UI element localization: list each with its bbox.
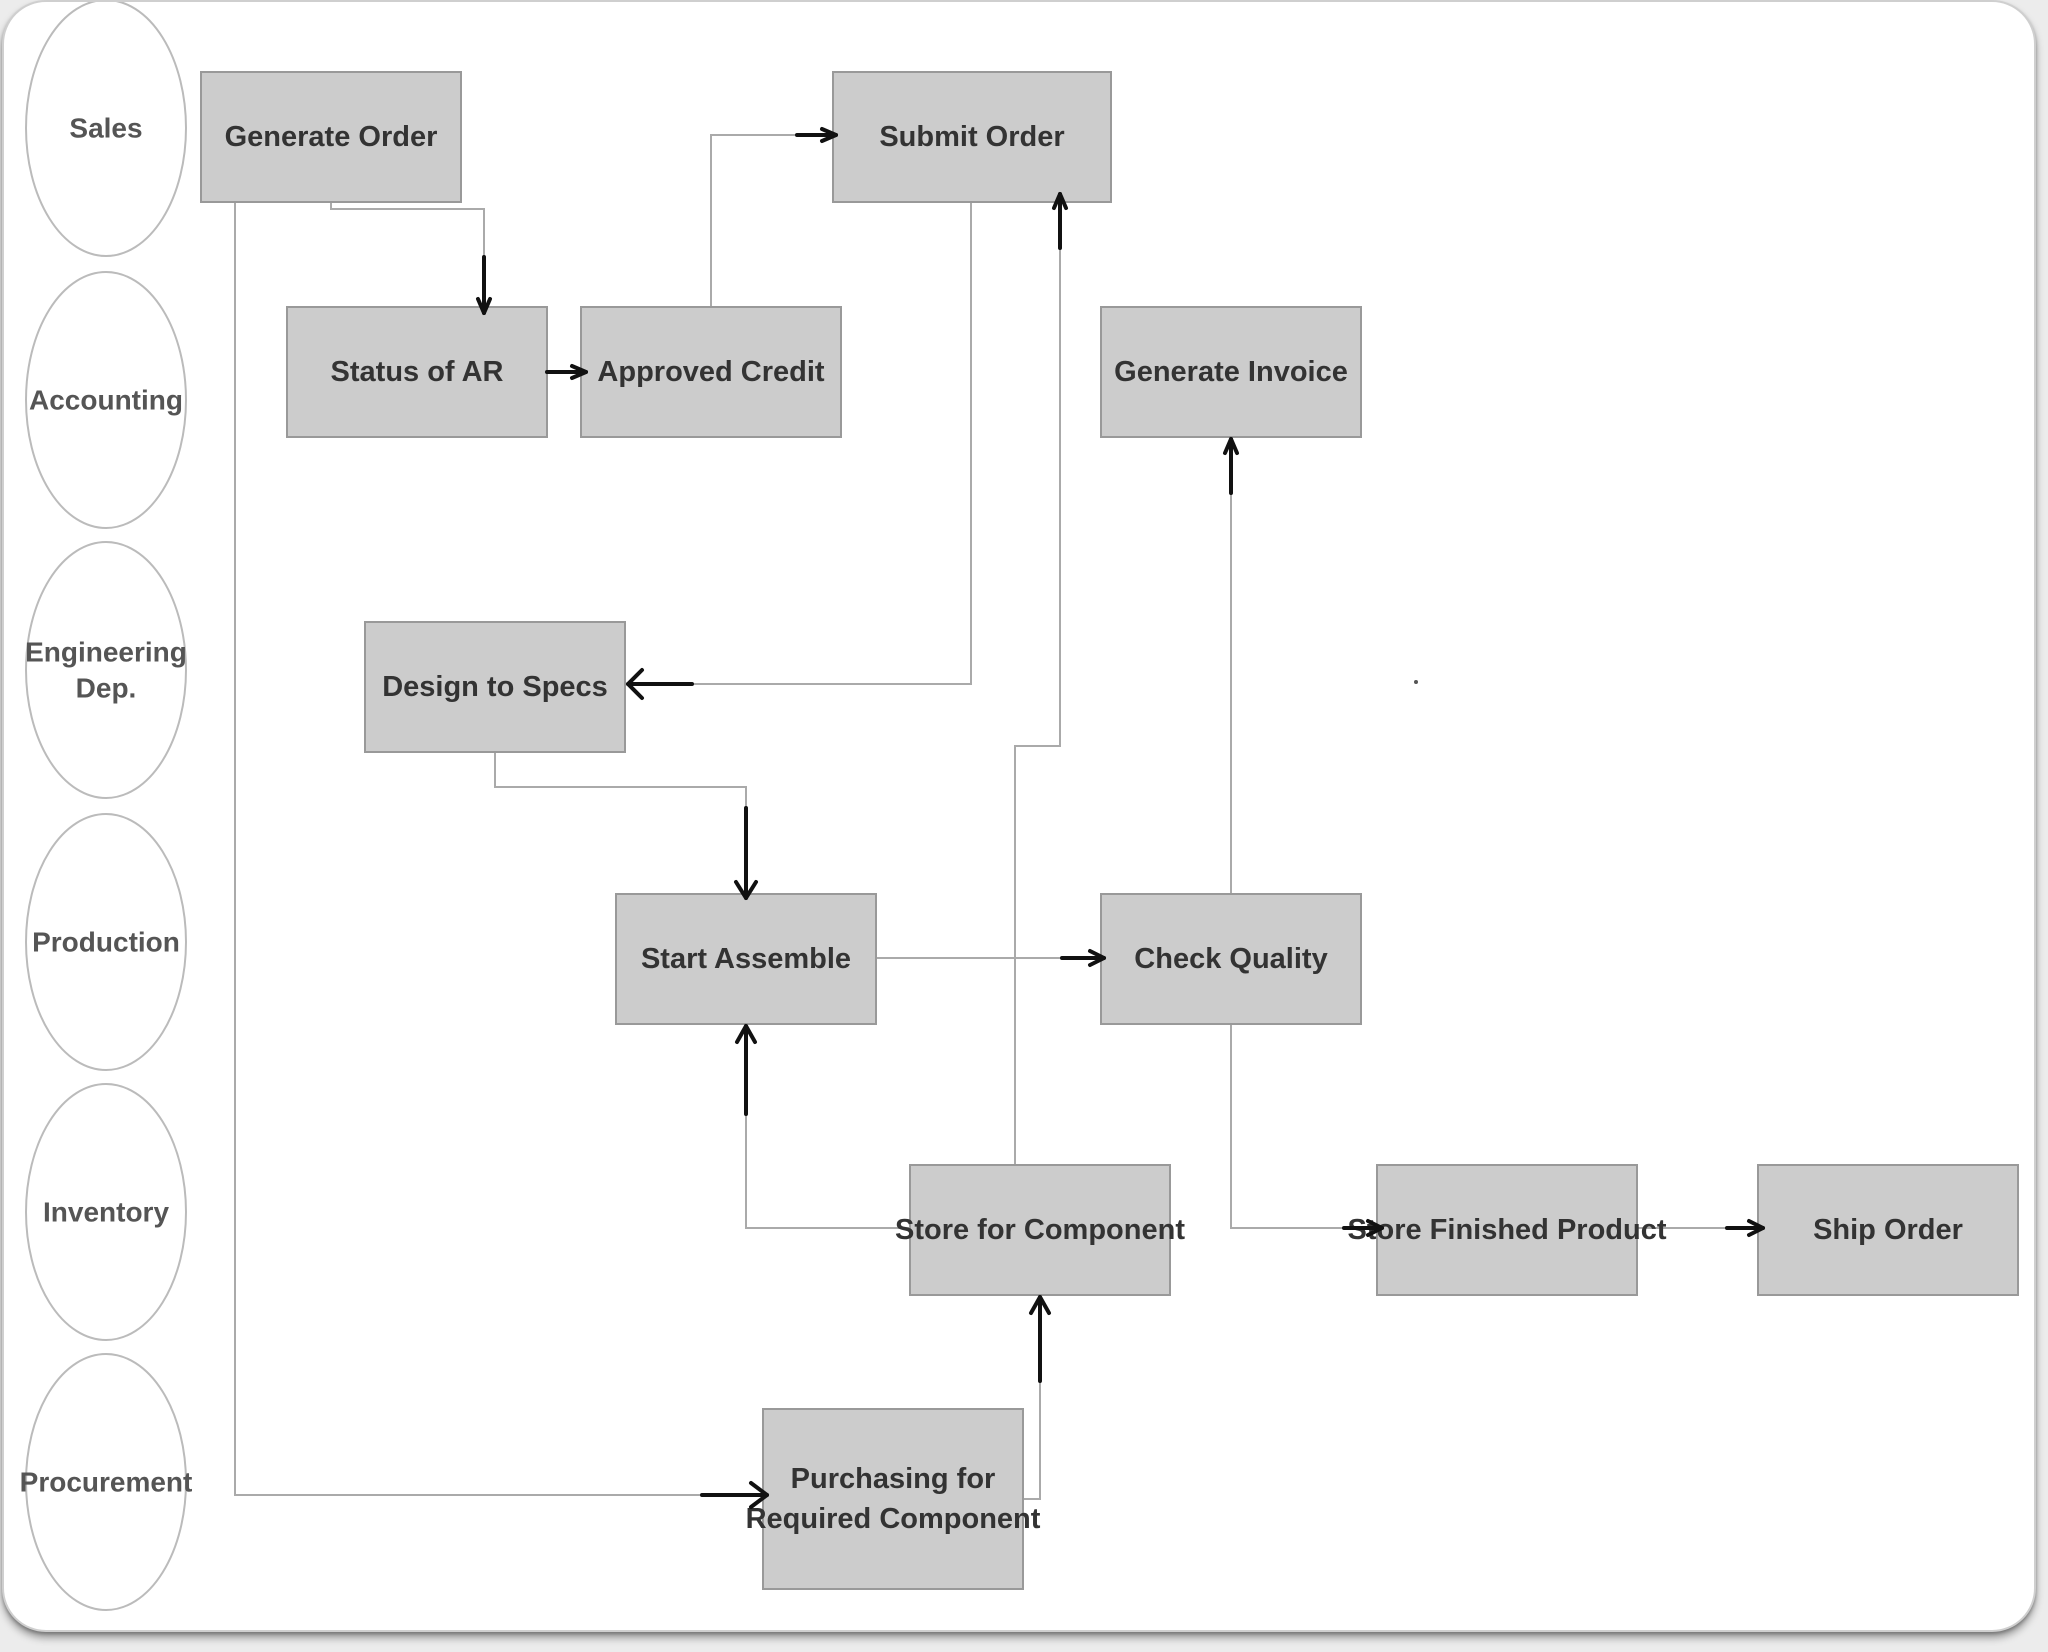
lane-label: Accounting: [29, 385, 183, 416]
lane-ellipse: [25, 541, 187, 799]
box-label: Store Finished Product: [1347, 1214, 1666, 1246]
lane-label: Dep.: [76, 673, 137, 704]
arrow-head: [626, 668, 644, 700]
arrow-head: [1366, 1219, 1384, 1237]
box-label: Generate Order: [225, 121, 438, 153]
box-label: Approved Credit: [597, 356, 825, 388]
box-label: Check Quality: [1134, 943, 1327, 975]
connector-check-quality-to-store-finished-product: [1230, 1024, 1377, 1229]
lane-label: Sales: [69, 113, 142, 144]
box-label: Design to Specs: [382, 671, 608, 703]
box-shape: [909, 1164, 1171, 1296]
connector-submit-order-to-design-to-specs: [625, 202, 972, 685]
box-shape: [1100, 306, 1362, 438]
lane-label: Engineering: [25, 637, 187, 668]
arrow-head: [570, 364, 588, 380]
arrow-head: [749, 1481, 769, 1509]
box-store-finished-product[interactable]: Store Finished Product: [1347, 1164, 1667, 1296]
connector-purchasing-to-store-for-component: [1023, 1295, 1041, 1500]
arrowhead-generate-order-to-purchasing: [700, 1481, 769, 1509]
lane-ellipse: [25, 271, 187, 529]
box-shape: [1376, 1164, 1638, 1296]
box-store-for-component[interactable]: Store for Component: [895, 1164, 1185, 1296]
lane-ellipse: [25, 813, 187, 1071]
box-shape: [615, 893, 877, 1025]
arrowhead-store-for-component-to-submit-order: [1052, 192, 1068, 250]
box-label: Status of AR: [331, 356, 504, 388]
lane-inventory: Inventory: [25, 1083, 187, 1341]
box-label: Submit Order: [879, 121, 1064, 153]
connector-generate-order-to-purchasing: [234, 202, 763, 1496]
lane-ellipse: [25, 1353, 187, 1611]
box-shape: [200, 71, 462, 203]
box-shape: [286, 306, 548, 438]
arrow-head: [820, 127, 838, 143]
arrowhead-check-quality-to-store-finished-product: [1342, 1219, 1384, 1237]
box-generate-invoice[interactable]: Generate Invoice: [1100, 306, 1362, 438]
box-label: Ship Order: [1813, 1214, 1963, 1246]
arrow-head: [1088, 949, 1106, 967]
box-label: Start Assemble: [641, 943, 851, 975]
box-start-assemble[interactable]: Start Assemble: [615, 893, 877, 1025]
connector-approved-credit-to-submit-order: [710, 134, 833, 307]
arrowhead-purchasing-to-store-for-component: [1029, 1295, 1051, 1383]
lane-label: Procurement: [20, 1467, 193, 1498]
box-design-to-specs[interactable]: Design to Specs: [364, 621, 626, 753]
connector-store-for-component-to-start-assemble: [745, 1024, 910, 1229]
arrowhead-submit-order-to-design-to-specs: [626, 668, 694, 700]
lane-procurement: Procurement: [20, 1353, 193, 1611]
arrowhead-status-of-ar-to-approved-credit: [545, 364, 588, 380]
arrow-head: [1052, 192, 1068, 210]
box-shape: [580, 306, 842, 438]
arrow-head: [735, 1024, 757, 1044]
box-shape: [1757, 1164, 2019, 1296]
box-label: Purchasing for: [791, 1463, 996, 1495]
arrow-head: [476, 297, 492, 315]
arrowhead-generate-order-to-status-of-ar: [476, 255, 492, 315]
box-shape: [762, 1408, 1024, 1590]
arrowhead-store-finished-product-to-ship-order: [1725, 1219, 1765, 1237]
arrowhead-design-to-specs-to-start-assemble: [734, 806, 758, 900]
arrow-head: [1747, 1219, 1765, 1237]
box-generate-order[interactable]: Generate Order: [200, 71, 462, 203]
arrow-head: [734, 880, 758, 900]
arrowhead-store-for-component-to-start-assemble: [735, 1024, 757, 1116]
arrowhead-approved-credit-to-submit-order: [795, 127, 838, 143]
lane-sales: Sales: [25, 2, 187, 257]
stray-dot: [1414, 680, 1418, 684]
lane-production: Production: [25, 813, 187, 1071]
box-label: Required Component: [746, 1503, 1041, 1535]
box-label: Store for Component: [895, 1214, 1185, 1246]
connector-store-for-component-to-submit-order: [1014, 202, 1061, 1165]
box-shape: [832, 71, 1112, 203]
box-label: Generate Invoice: [1114, 356, 1348, 388]
arrow-head: [1223, 437, 1239, 455]
arrow-head: [1029, 1295, 1051, 1315]
box-check-quality[interactable]: Check Quality: [1100, 893, 1362, 1025]
lane-label: Inventory: [43, 1197, 169, 1228]
box-shape: [1100, 893, 1362, 1025]
box-ship-order[interactable]: Ship Order: [1757, 1164, 2019, 1296]
connector-generate-order-to-status-of-ar: [330, 202, 485, 307]
box-submit-order[interactable]: Submit Order: [832, 71, 1112, 203]
arrowhead-start-assemble-to-check-quality: [1060, 949, 1106, 967]
arrowhead-check-quality-to-generate-invoice: [1223, 437, 1239, 495]
box-status-of-ar[interactable]: Status of AR: [286, 306, 548, 438]
lane-ellipse: [25, 1083, 187, 1341]
lane-accounting: Accounting: [25, 271, 187, 529]
box-approved-credit[interactable]: Approved Credit: [580, 306, 842, 438]
lane-label: Production: [32, 927, 180, 958]
box-shape: [364, 621, 626, 753]
connector-design-to-specs-to-start-assemble: [494, 752, 747, 894]
arrowheads: [476, 127, 1765, 1509]
lane-ellipse: [25, 2, 187, 257]
